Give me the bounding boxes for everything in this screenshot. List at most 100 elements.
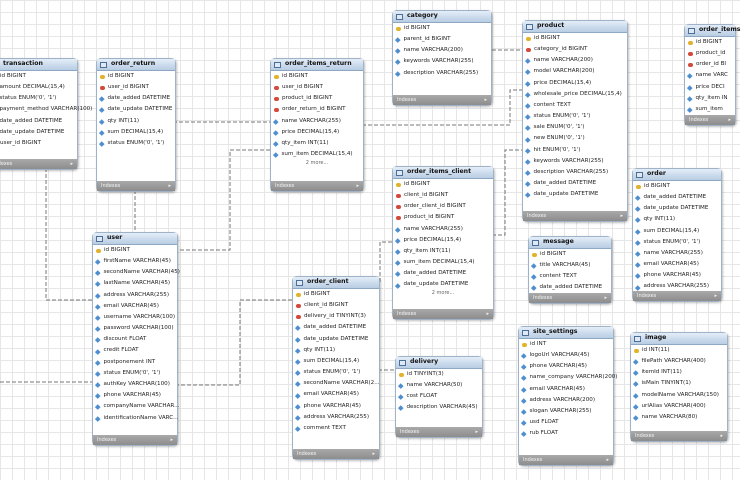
column-row[interactable]: qty_item INT(11) (271, 138, 363, 149)
column-row[interactable]: name VARCHAR(255) (271, 116, 363, 127)
column-row[interactable]: authKey VARCHAR(100) (93, 379, 177, 390)
column-row[interactable]: user_id BIGINT (97, 82, 175, 93)
column-row[interactable]: usd FLOAT (519, 417, 613, 428)
indexes-footer[interactable]: Indexes▸ (271, 181, 363, 191)
column-row[interactable]: price DECIMAL(15,4) (393, 235, 493, 246)
more-columns-link[interactable]: 2 more... (431, 289, 455, 296)
indexes-footer[interactable]: Indexes▸ (97, 181, 175, 191)
column-row[interactable]: date_added DATETIME (293, 323, 379, 334)
column-row[interactable]: id INT (519, 339, 613, 350)
table-header[interactable]: user (93, 233, 177, 245)
indexes-footer[interactable]: Indexes▸ (633, 291, 721, 301)
column-row[interactable]: address VARCHAR(255) (293, 412, 379, 423)
indexes-footer[interactable]: Indexes▸ (631, 431, 727, 441)
column-row[interactable]: price DECI (685, 82, 735, 93)
column-row[interactable]: description VARCHAR(45) (396, 403, 482, 414)
expand-arrow-icon[interactable]: ▸ (170, 436, 173, 443)
column-row[interactable]: identificationName VARC... (93, 413, 179, 424)
column-row[interactable]: description VARCHAR(255) (523, 167, 627, 178)
column-row[interactable]: username VARCHAR(100) (93, 312, 177, 323)
column-row[interactable]: hit ENUM('0', '1') (523, 145, 627, 156)
column-row[interactable]: name_company VARCHAR(200) (519, 373, 618, 384)
column-row[interactable]: secondName VARCHAR(45) (93, 267, 180, 278)
table-header[interactable]: transaction (0, 59, 77, 71)
column-row[interactable]: sum_item DECIMAL(15,4) (393, 257, 493, 268)
table-header[interactable]: image (631, 333, 727, 345)
column-row[interactable]: status ENUM('0', '1') (293, 367, 379, 378)
column-row[interactable]: id BIGINT (393, 23, 491, 34)
column-row[interactable]: credit FLOAT (93, 346, 177, 357)
column-row[interactable]: email VARCHAR(45) (633, 259, 721, 270)
column-row[interactable]: content TEXT (523, 100, 627, 111)
column-row[interactable]: address VARCHAR(255) (93, 290, 177, 301)
column-row[interactable]: name VARCHAR(200) (393, 45, 491, 56)
column-row[interactable]: status ENUM('0', '1') (523, 111, 627, 122)
column-row[interactable]: product_id (685, 48, 735, 59)
indexes-footer[interactable]: Indexes▸ (519, 455, 613, 465)
column-row[interactable]: date_added DATETIME (633, 192, 721, 203)
column-row[interactable]: client_id BIGINT (293, 300, 379, 311)
indexes-footer[interactable]: Indexes▸ (393, 309, 493, 319)
column-row[interactable]: id BIGINT (633, 181, 721, 192)
column-row[interactable]: product_id BIGINT (393, 213, 493, 224)
column-row[interactable]: keywords VARCHAR(255) (393, 57, 491, 68)
column-row[interactable]: status ENUM('0', '1') (0, 93, 77, 104)
column-row[interactable]: discount FLOAT (93, 335, 177, 346)
column-row[interactable]: firstName VARCHAR(45) (93, 256, 177, 267)
column-row[interactable]: id BIGINT (93, 245, 177, 256)
expand-arrow-icon[interactable]: ▸ (70, 160, 73, 167)
column-row[interactable]: name VARCHAR(200) (523, 55, 627, 66)
column-row[interactable]: cost FLOAT (396, 391, 482, 402)
column-row[interactable]: model VARCHAR(200) (523, 67, 627, 78)
column-row[interactable]: postponement INT (93, 357, 177, 368)
expand-arrow-icon[interactable]: ▸ (714, 292, 717, 299)
indexes-footer[interactable]: Indexes▸ (529, 293, 611, 303)
more-columns-link[interactable]: 2 more... (305, 159, 329, 166)
column-row[interactable]: sum_item DECIMAL(15,4) (271, 149, 363, 160)
column-row[interactable]: content TEXT (529, 271, 611, 282)
expand-arrow-icon[interactable]: ▸ (168, 182, 171, 189)
column-row[interactable]: user_id BIGINT (0, 138, 77, 149)
column-row[interactable]: secondName VARCHAR(2... (293, 379, 380, 390)
column-row[interactable]: logoUrl VARCHAR(45) (519, 350, 613, 361)
column-row[interactable]: id BIGINT (393, 179, 493, 190)
table-header[interactable]: order_client (293, 277, 379, 289)
table-header[interactable]: message (529, 237, 611, 249)
column-row[interactable]: user_id BIGINT (271, 82, 363, 93)
column-row[interactable]: address VARCHAR(255) (633, 282, 721, 293)
column-row[interactable]: sum DECIMAL(15,4) (97, 127, 175, 138)
column-row[interactable]: order_client_id BIGINT (393, 201, 493, 212)
table-header[interactable]: order_return (97, 59, 175, 71)
column-row[interactable]: date_update DATETIME (393, 280, 493, 291)
column-row[interactable]: new ENUM('0', '1') (523, 134, 627, 145)
column-row[interactable]: id BIGINT (685, 37, 735, 48)
table-header[interactable]: order_items_return (271, 59, 363, 71)
column-row[interactable]: keywords VARCHAR(255) (523, 156, 627, 167)
column-row[interactable]: price DECIMAL(15,4) (271, 127, 363, 138)
table-header[interactable]: site_settings (519, 327, 613, 339)
indexes-footer[interactable]: Indexes▸ (523, 211, 627, 221)
column-row[interactable]: qty_item IN (685, 93, 735, 104)
table-header[interactable]: product (523, 21, 627, 33)
column-row[interactable]: email VARCHAR(45) (519, 384, 613, 395)
column-row[interactable]: date_update DATETIME (293, 334, 379, 345)
column-row[interactable]: email VARCHAR(45) (293, 390, 379, 401)
indexes-footer[interactable]: Indexes▸ (0, 159, 77, 169)
column-row[interactable]: qty INT(11) (293, 345, 379, 356)
column-row[interactable]: itemId INT(11) (631, 367, 727, 378)
expand-arrow-icon[interactable]: ▸ (486, 310, 489, 317)
expand-arrow-icon[interactable]: ▸ (728, 116, 731, 123)
column-row[interactable]: description VARCHAR(255) (393, 68, 491, 79)
column-row[interactable]: companyName VARCHAR... (93, 402, 179, 413)
column-row[interactable]: email VARCHAR(45) (93, 301, 177, 312)
indexes-footer[interactable]: Indexes▸ (393, 95, 491, 105)
column-row[interactable]: date_added DATETIME (97, 93, 175, 104)
column-row[interactable]: id BIGINT (529, 249, 611, 260)
